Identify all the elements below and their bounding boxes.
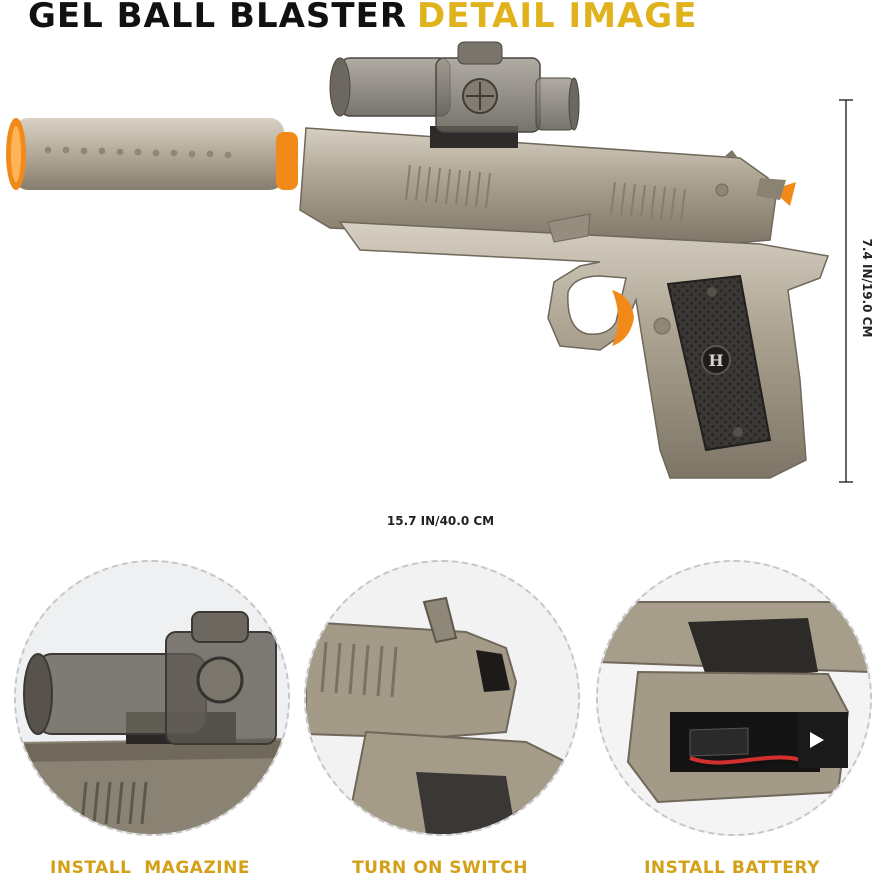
- caption-install-battery: INSTALL BATTERY: [644, 858, 820, 878]
- silencer: [6, 118, 298, 190]
- grip-badge-letter: H: [708, 351, 723, 370]
- pistol-body: H: [299, 127, 830, 479]
- scope: [329, 41, 580, 148]
- height-dimension-label: 7.4 IN/19.0 CM: [860, 238, 874, 338]
- caption-turn-on-switch: TURN ON SWITCH: [352, 858, 528, 878]
- title-detail-label: DETAIL IMAGE: [417, 0, 698, 36]
- detail-photo-switch: [304, 560, 580, 836]
- caption-install-magazine: INSTALL MAGAZINE: [50, 858, 250, 878]
- title-product-name: GEL BALL BLASTER: [28, 0, 408, 36]
- blaster-illustration: H: [6, 41, 853, 483]
- length-dimension-label: 15.7 IN/40.0 CM: [386, 514, 495, 528]
- detail-photo-magazine: [14, 560, 290, 836]
- detail-photo-battery: [596, 560, 872, 836]
- dimension-height-line: [839, 99, 853, 483]
